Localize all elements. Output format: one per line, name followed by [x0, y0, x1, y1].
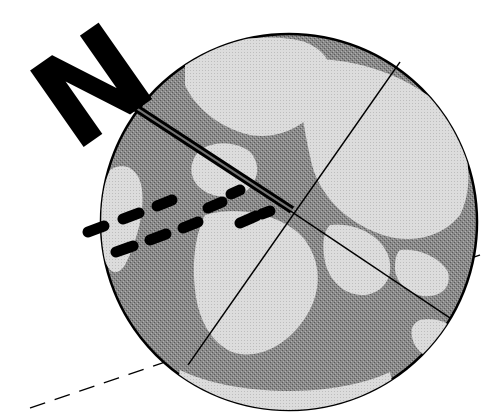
diagram-stage: N: [0, 0, 483, 413]
globe-diagram: N: [0, 0, 483, 413]
